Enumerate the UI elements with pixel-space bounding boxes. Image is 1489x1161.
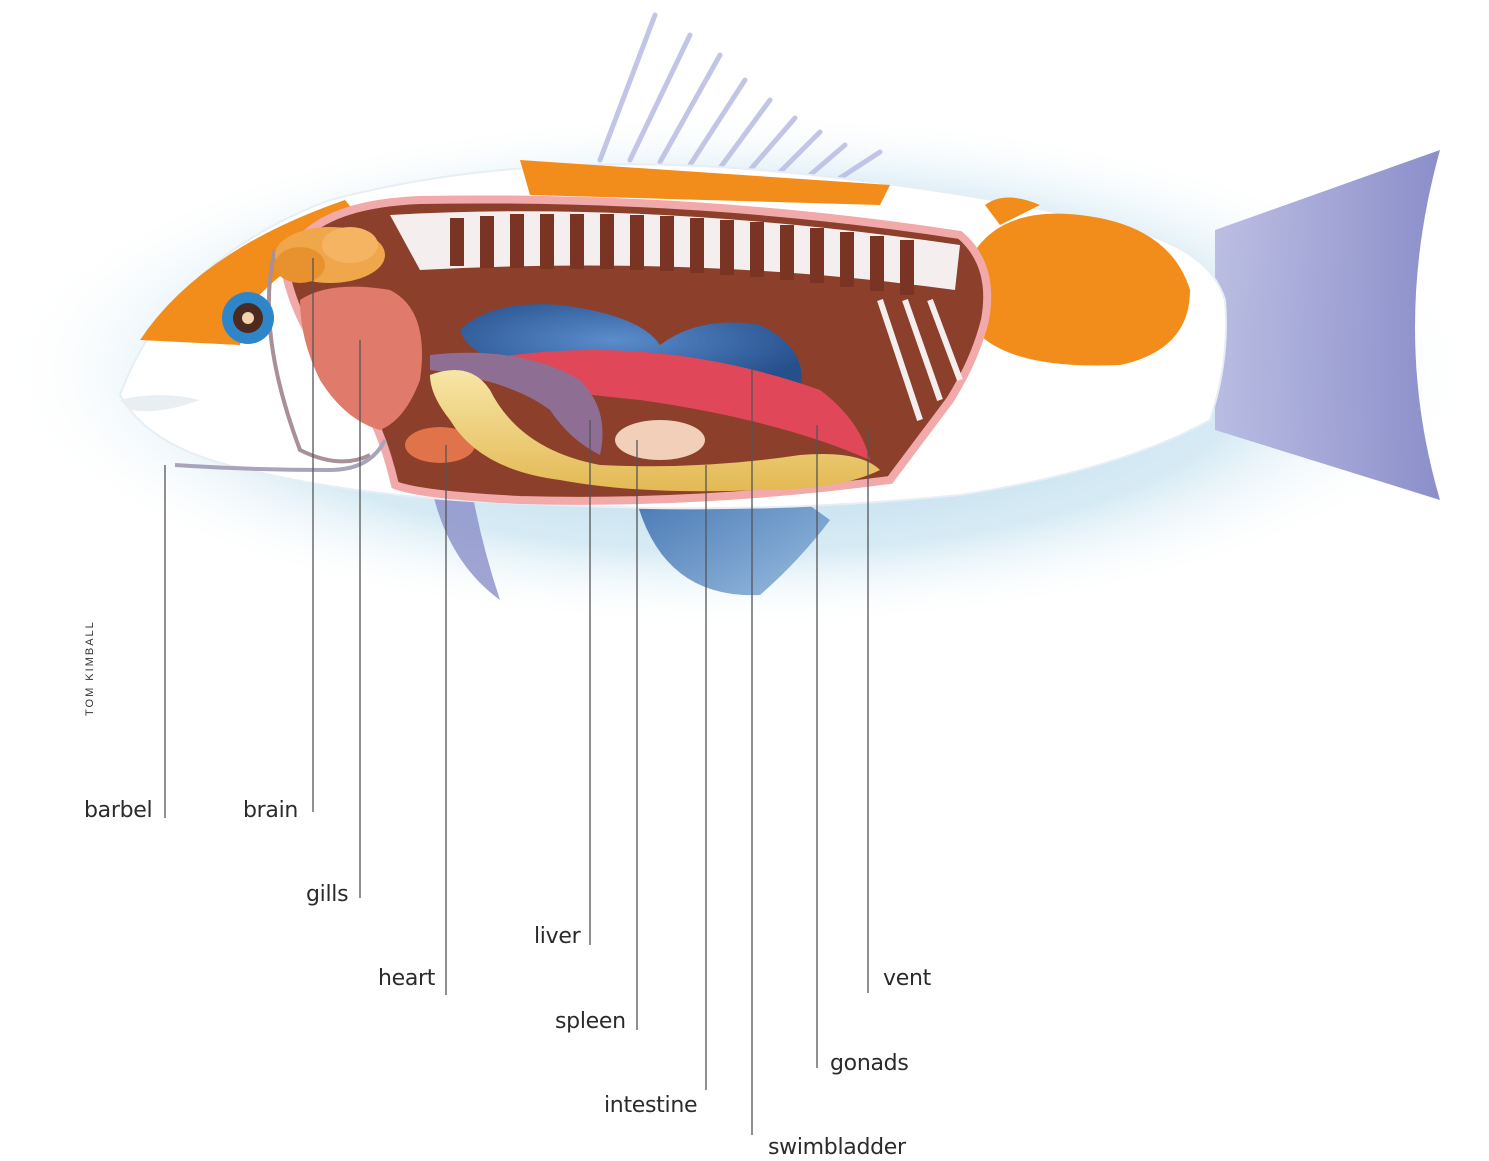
label-brain: brain (243, 798, 298, 823)
spleen (615, 420, 705, 460)
label-intestine: intestine (604, 1093, 697, 1118)
label-swimbladder: swimbladder (768, 1135, 906, 1160)
label-heart: heart (378, 966, 435, 991)
label-barbel: barbel (84, 798, 152, 823)
label-gills: gills (306, 882, 348, 907)
label-vent: vent (883, 966, 931, 991)
illustrator-credit: TOM KIMBALL (84, 620, 96, 716)
label-liver: liver (534, 924, 580, 949)
label-spleen: spleen (555, 1009, 626, 1034)
label-gonads: gonads (830, 1051, 908, 1076)
